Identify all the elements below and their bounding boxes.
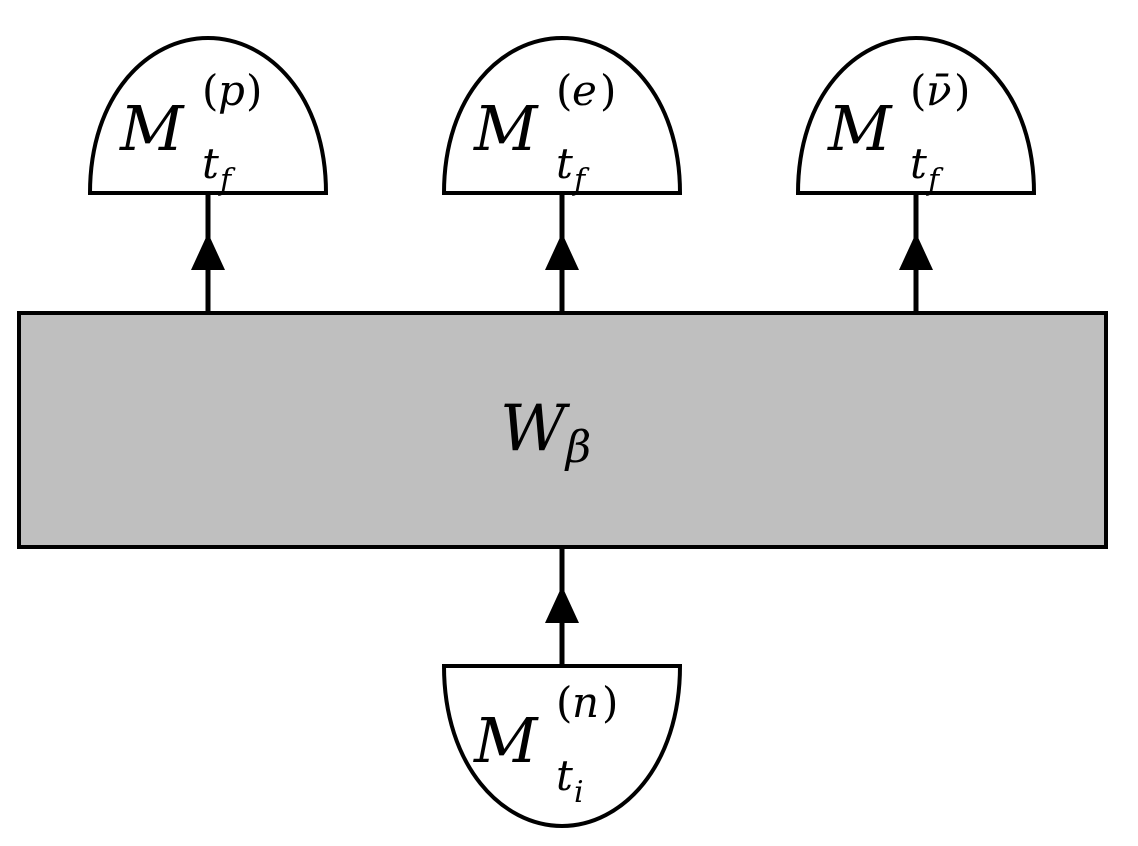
output-meter-p: M t f ( p ): [87, 35, 329, 198]
output-meter-e: M t f ( e ): [441, 35, 683, 198]
operator-label: Wβ: [500, 392, 591, 473]
meter-dome: [441, 35, 683, 195]
output-meter-nubar: M t f ( ν̄ ): [795, 35, 1037, 198]
meter-dome: [87, 35, 329, 195]
operator-box: [17, 311, 1108, 549]
arrowhead-up-icon: [191, 233, 225, 270]
arrowhead-up-icon: [545, 233, 579, 270]
arrowhead-up-icon: [899, 233, 933, 270]
input-meter-n: M t i ( n ): [441, 664, 683, 829]
meter-label: M t f ( e ): [473, 66, 616, 198]
meter-label: M t i ( n ): [473, 678, 618, 810]
meter-bowl: [441, 664, 683, 829]
meter-label: M t f ( p ): [119, 66, 262, 198]
meter-dome: [795, 35, 1037, 195]
arrowhead-up-icon: [545, 586, 579, 623]
arrowheads: [191, 233, 933, 623]
meter-label: M t f ( ν̄ ): [827, 66, 970, 198]
